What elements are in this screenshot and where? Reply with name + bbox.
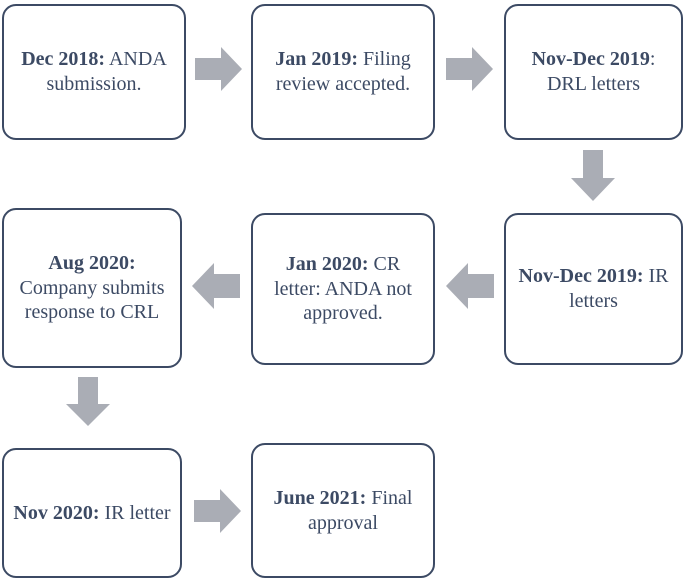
flow-node-label: Aug 2020: Company submits response to CR… bbox=[13, 251, 171, 325]
flow-node-heading: Nov 2020: bbox=[13, 501, 100, 524]
flow-node-body: Company submits response to CRL bbox=[19, 276, 165, 324]
flow-node-label: Nov-Dec 2019: IR letters bbox=[515, 264, 672, 314]
flow-node-nov-2020[interactable]: Nov 2020: IR letter bbox=[2, 448, 182, 578]
flow-node-heading: Dec 2018: bbox=[21, 48, 106, 71]
flow-node-heading: Nov-Dec 2019 bbox=[531, 48, 650, 71]
arrow-left-icon-jan2020-to-aug2020 bbox=[191, 260, 241, 312]
flow-node-aug-2020[interactable]: Aug 2020: Company submits response to CR… bbox=[2, 208, 182, 368]
flow-node-heading: June 2021: bbox=[273, 486, 367, 509]
flow-node-body: IR letters bbox=[569, 265, 669, 312]
flow-node-body: IR letter bbox=[99, 501, 171, 524]
flow-node-heading: Nov-Dec 2019: bbox=[518, 265, 644, 288]
arrow-right-icon-jan2019-to-drl bbox=[446, 45, 494, 93]
flow-node-heading: Jan 2020: bbox=[285, 252, 369, 275]
flow-node-jan-2020[interactable]: Jan 2020: CR letter: ANDA not approved. bbox=[251, 213, 435, 365]
flow-node-dec-2018[interactable]: Dec 2018: ANDA submission. bbox=[2, 4, 186, 140]
flow-node-heading: Aug 2020: bbox=[48, 251, 136, 274]
flow-node-label: Nov-Dec 2019: DRL letters bbox=[515, 47, 672, 97]
flow-node-body: : DRL letters bbox=[546, 48, 656, 95]
flow-node-label: Dec 2018: ANDA submission. bbox=[13, 47, 175, 97]
flow-node-body: Filing review accepted. bbox=[275, 48, 411, 95]
flow-node-nov-dec-2019-drl[interactable]: Nov-Dec 2019: DRL letters bbox=[504, 4, 683, 140]
flow-node-june-2021[interactable]: June 2021: Final approval bbox=[251, 443, 435, 578]
flow-node-label: Nov 2020: IR letter bbox=[13, 501, 171, 526]
flow-node-jan-2019[interactable]: Jan 2019: Filing review accepted. bbox=[251, 4, 435, 140]
flow-node-body: Final approval bbox=[308, 486, 413, 534]
arrow-right-icon-dec2018-to-jan2019 bbox=[195, 45, 243, 93]
arrow-left-icon-ir-to-jan2020 bbox=[445, 260, 495, 312]
flow-node-label: Jan 2020: CR letter: ANDA not approved. bbox=[262, 252, 424, 326]
flow-node-nov-dec-2019-ir[interactable]: Nov-Dec 2019: IR letters bbox=[504, 213, 683, 365]
arrow-down-icon-aug2020-to-nov2020 bbox=[64, 377, 112, 427]
flow-node-body: ANDA submission. bbox=[46, 48, 167, 95]
flow-node-heading: Jan 2019: bbox=[275, 48, 358, 71]
arrow-right-icon-nov2020-to-june2021 bbox=[194, 487, 242, 535]
flow-node-body: CR letter: ANDA not approved. bbox=[274, 252, 412, 325]
arrow-down-icon-drl-to-ir bbox=[569, 150, 617, 202]
flow-node-label: June 2021: Final approval bbox=[262, 486, 424, 536]
flow-node-label: Jan 2019: Filing review accepted. bbox=[262, 47, 424, 97]
